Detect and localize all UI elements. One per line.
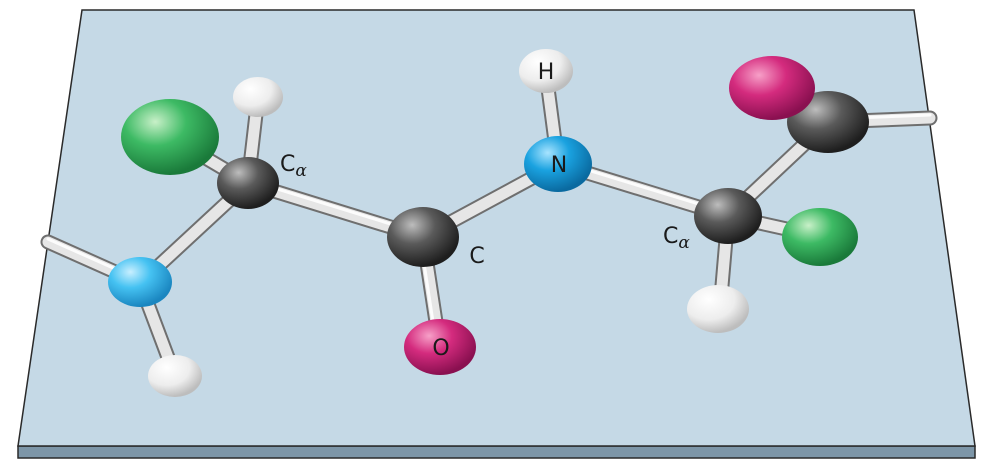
label-ca-left-sub: α: [295, 161, 307, 181]
label-ca-left: Cα: [280, 152, 307, 181]
label-ca-right-sub: α: [678, 233, 690, 253]
label-o: O: [432, 336, 449, 361]
side-chain-right-atom: [782, 208, 858, 266]
plane-bottom-edge: [17, 445, 976, 459]
hydrogen-n-left-atom: [148, 355, 202, 397]
nitrogen-left-atom: [108, 257, 172, 307]
carbonyl-carbon-atom: [387, 207, 459, 267]
label-ca-left-main: C: [280, 152, 295, 177]
alpha-carbon-right-atom: [694, 188, 762, 244]
hydrogen-ca-left-atom: [233, 77, 283, 117]
label-n: N: [551, 153, 567, 178]
label-h: H: [538, 60, 555, 85]
hydrogen-n-atom: [519, 49, 573, 93]
label-ca-right-main: C: [663, 224, 678, 249]
atom-labels: H N O C Cα Cα: [280, 60, 690, 361]
label-c: C: [469, 244, 484, 269]
nitrogen-atom: [524, 136, 592, 192]
atoms: [108, 49, 869, 397]
side-chain-left-atom: [121, 99, 219, 175]
carbon-right-atom: [787, 91, 869, 153]
oxygen-right-atom: [729, 56, 815, 120]
hydrogen-ca-right-atom: [687, 285, 749, 333]
label-ca-right: Cα: [663, 224, 690, 253]
oxygen-atom: [404, 319, 476, 375]
alpha-carbon-left-atom: [217, 157, 279, 209]
